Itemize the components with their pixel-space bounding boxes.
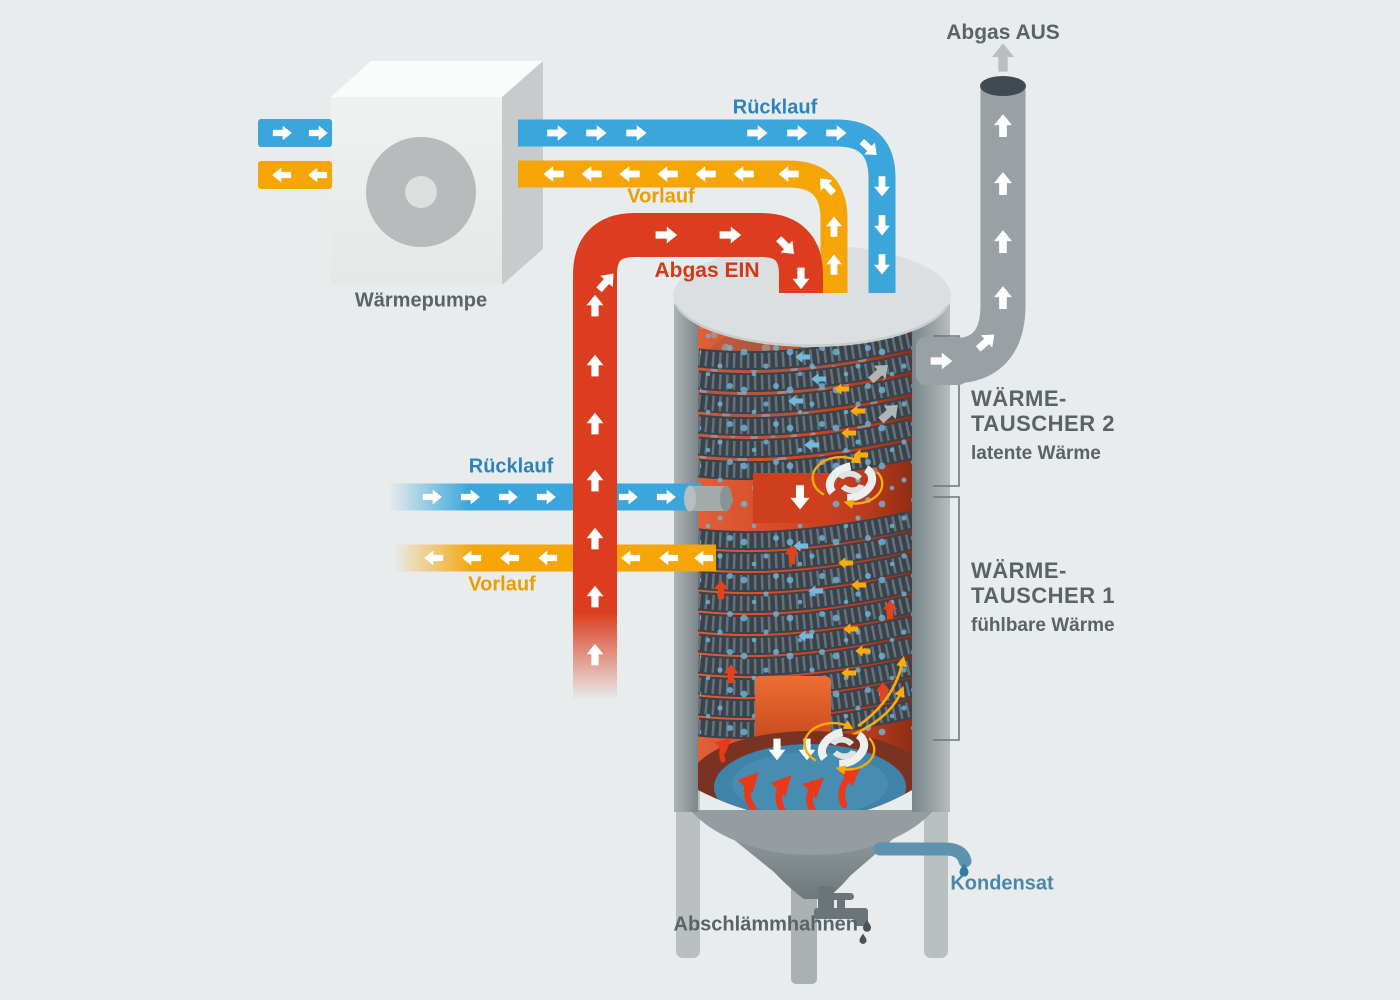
condensate-pipe <box>873 842 972 877</box>
label-exhaust-in: Abgas EIN <box>654 259 760 282</box>
tank-interior <box>698 298 912 819</box>
label-flow-mid: Vorlauf <box>468 573 536 596</box>
wt2-subtitle: latente Wärme <box>971 443 1101 464</box>
center-flue-mid <box>753 473 831 523</box>
water-drop-icon <box>859 933 867 944</box>
wt1-title-line2: TAUSCHER 1 <box>971 583 1115 608</box>
up-arrow-icon <box>991 43 1015 72</box>
pipe-flow-mid <box>395 544 716 572</box>
pipe-return-top <box>518 119 896 293</box>
pipe-flow-stub-left <box>258 161 332 189</box>
chimney-opening <box>980 76 1026 96</box>
bracket-wt2 <box>933 335 960 487</box>
wt1-title-line1: WÄRME- <box>971 558 1067 583</box>
wt1-subtitle: fühlbare Wärme <box>971 615 1115 636</box>
heat-pump-unit <box>331 61 543 285</box>
pipe-fitting <box>684 485 732 512</box>
pipe-return-stub-left <box>258 119 332 147</box>
tank-bowl-front <box>690 810 934 855</box>
bracket-wt1 <box>933 496 960 741</box>
pool-flow-arrows <box>714 737 862 815</box>
fan-hub <box>405 176 437 208</box>
label-heat-exchanger-2: WÄRME- TAUSCHER 2 latente Wärme <box>971 386 1115 465</box>
label-return-top: Rücklauf <box>732 96 818 119</box>
wt2-title-line2: TAUSCHER 2 <box>971 411 1115 436</box>
label-return-mid: Rücklauf <box>468 455 554 478</box>
label-flow-top: Vorlauf <box>627 185 695 208</box>
wt2-title-line1: WÄRME- <box>971 386 1067 411</box>
label-exhaust-out: Abgas AUS <box>946 21 1060 44</box>
pipe-return-mid <box>390 483 702 511</box>
label-heat-pump: Wärmepumpe <box>354 289 488 312</box>
label-heat-exchanger-1: WÄRME- TAUSCHER 1 fühlbare Wärme <box>971 558 1115 637</box>
pipe-exhaust-in <box>573 213 823 700</box>
label-condensate: Kondensat <box>950 872 1054 895</box>
label-blowdown-tap: Abschlämmhahnen <box>673 913 858 936</box>
pipe-exhaust-out <box>916 43 1026 385</box>
pipe-flow-top <box>518 160 848 293</box>
drain-faucet-icon <box>814 886 871 944</box>
